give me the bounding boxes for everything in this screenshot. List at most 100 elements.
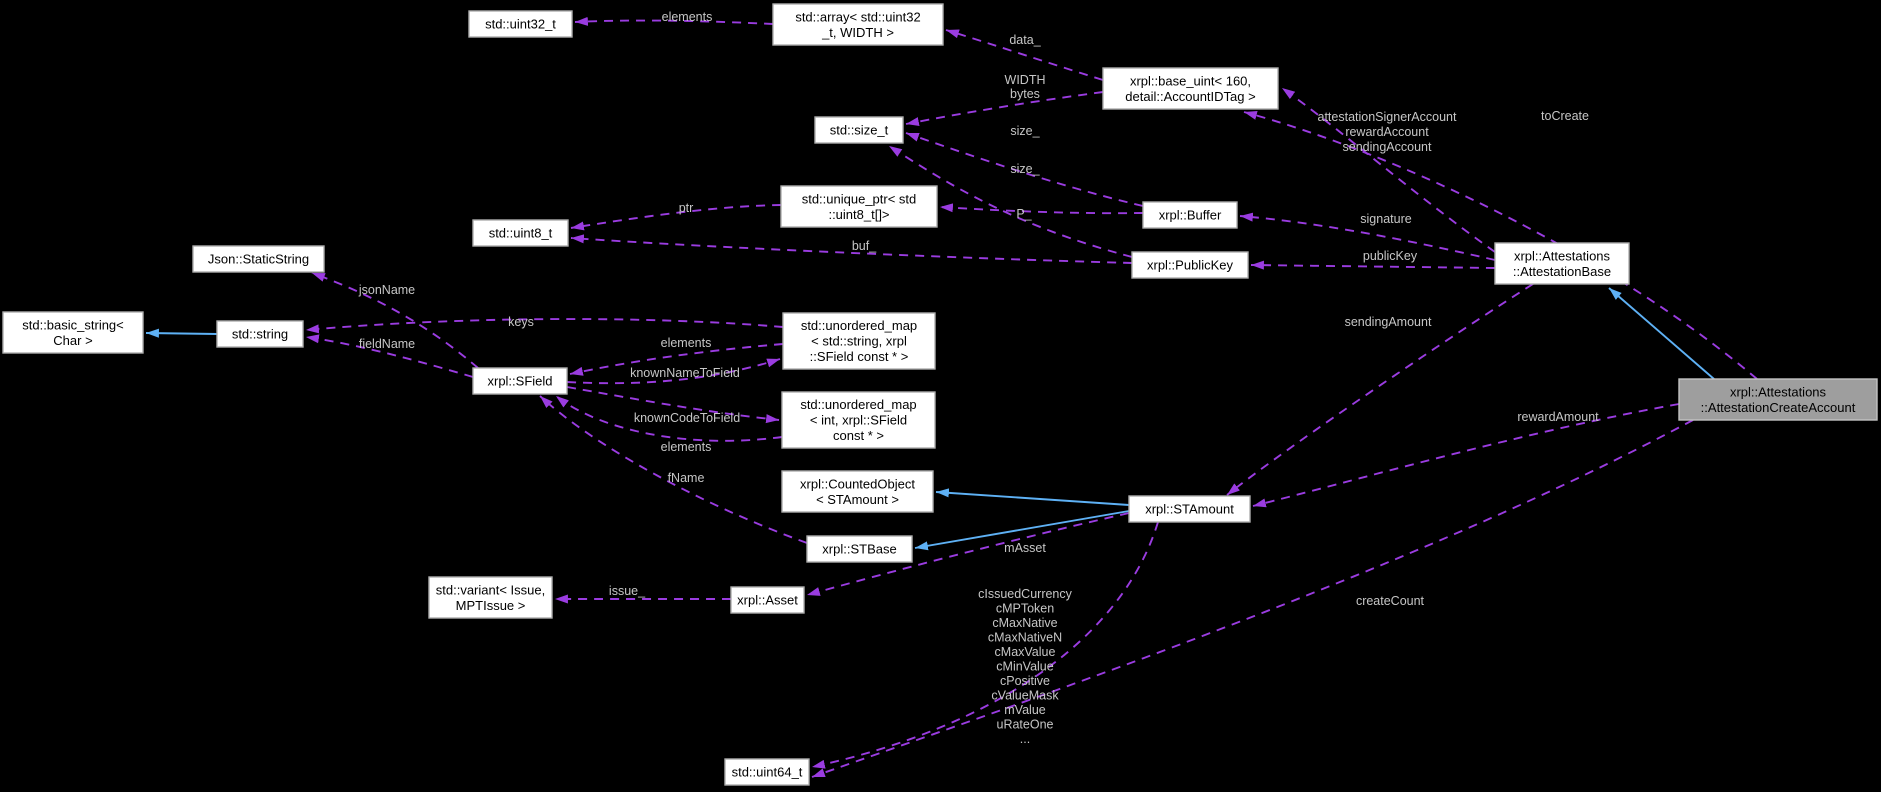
edge-main-to-attestation-base [1608, 287, 1715, 380]
node-box-uint8[interactable] [472, 219, 569, 247]
node-box-variant[interactable] [428, 576, 553, 619]
node-label-stbase: xrpl::STBase [822, 542, 896, 557]
edge-label-stamount-to-asset: mAsset [1004, 541, 1046, 555]
node-size-t[interactable]: std::size_t [814, 116, 904, 144]
edge-attestation-base-to-buffer [1239, 212, 1496, 261]
node-label-uint32: std::uint32_t [485, 17, 556, 32]
node-box-buffer[interactable] [1142, 201, 1238, 229]
edge-sfield-to-string [305, 334, 474, 378]
edge-label-base-uint-to-size-t: bytes [1010, 87, 1040, 101]
edge-label-array-uint32-to-uint32: elements [662, 10, 713, 24]
node-label-uint8: std::uint8_t [489, 226, 553, 241]
edge-sfield-to-umap-str [566, 358, 781, 385]
node-label-unique-ptr: std::unique_ptr< std [802, 191, 917, 206]
node-box-array-uint32[interactable] [772, 3, 944, 46]
edge-label-attestation-base-to-base-uint: rewardAccount [1345, 125, 1429, 139]
edge-label-attestation-base-to-base-uint: sendingAccount [1343, 140, 1432, 154]
node-box-umap-int[interactable] [781, 391, 936, 449]
edge-main-to-uint64 [811, 419, 1694, 778]
node-label-main: ::AttestationCreateAccount [1701, 400, 1856, 415]
edge-label-umap-str-to-string: keys [508, 315, 534, 329]
edge-main-to-base-uint [1243, 111, 1758, 380]
node-box-uint32[interactable] [468, 10, 573, 38]
node-umap-int[interactable]: std::unordered_map< int, xrpl::SFieldcon… [781, 391, 936, 449]
node-variant[interactable]: std::variant< Issue,MPTIssue > [428, 576, 553, 619]
node-box-stbase[interactable] [806, 535, 913, 563]
node-public-key[interactable]: xrpl::PublicKey [1131, 251, 1249, 279]
node-box-static-string[interactable] [192, 245, 325, 273]
node-box-umap-str[interactable] [782, 312, 936, 370]
node-label-buffer: xrpl::Buffer [1159, 208, 1222, 223]
node-box-basic-string[interactable] [2, 311, 144, 354]
edge-public-key-to-size-t [888, 145, 1133, 258]
edge-string-to-basic-string [145, 328, 218, 338]
edge-label-stamount-to-uint64: uRateOne [997, 718, 1054, 732]
node-label-umap-str: std::unordered_map [801, 318, 917, 333]
node-label-array-uint32: std::array< std::uint32 [795, 9, 920, 24]
node-basic-string[interactable]: std::basic_string<Char > [2, 311, 144, 354]
node-buffer[interactable]: xrpl::Buffer [1142, 201, 1238, 229]
node-stbase[interactable]: xrpl::STBase [806, 535, 913, 563]
node-box-uint64[interactable] [724, 758, 810, 786]
node-label-basic-string: std::basic_string< [22, 317, 124, 332]
node-box-counted-object[interactable] [781, 470, 934, 513]
node-box-base-uint[interactable] [1102, 67, 1279, 110]
edge-label-stamount-to-uint64: cMaxNative [992, 616, 1057, 630]
edge-stamount-to-asset [806, 512, 1130, 596]
node-string[interactable]: std::string [216, 320, 304, 348]
node-box-attestation-base[interactable] [1494, 242, 1630, 285]
node-label-uint64: std::uint64_t [732, 765, 803, 780]
edge-label-main-to-base-uint: toCreate [1541, 109, 1589, 123]
edge-label-buffer-to-unique-ptr: P_ [1016, 207, 1032, 221]
edge-label-stbase-to-sfield: fName [668, 471, 705, 485]
edge-label-stamount-to-uint64: cMaxValue [995, 645, 1056, 659]
node-label-string: std::string [232, 327, 288, 342]
edge-umap-str-to-string [305, 318, 784, 334]
edge-label-attestation-base-to-buffer: signature [1360, 212, 1411, 226]
node-box-size-t[interactable] [814, 116, 904, 144]
node-label-attestation-base: xrpl::Attestations [1514, 248, 1611, 263]
node-label-umap-int: < int, xrpl::SField [810, 413, 907, 428]
node-static-string[interactable]: Json::StaticString [192, 245, 325, 273]
node-box-asset[interactable] [730, 586, 805, 614]
node-box-unique-ptr[interactable] [780, 185, 938, 228]
node-box-string[interactable] [216, 320, 304, 348]
node-uint64[interactable]: std::uint64_t [724, 758, 810, 786]
edge-stamount-to-counted-object [935, 488, 1130, 506]
edge-umap-int-to-sfield [555, 395, 783, 442]
node-umap-str[interactable]: std::unordered_map< std::string, xrpl::S… [782, 312, 936, 370]
node-array-uint32[interactable]: std::array< std::uint32_t, WIDTH > [772, 3, 944, 46]
node-sfield[interactable]: xrpl::SField [472, 367, 568, 395]
edge-label-attestation-base-to-public-key: publicKey [1363, 249, 1418, 263]
edge-label-sfield-to-umap-str: knownNameToField [630, 366, 740, 380]
node-uint8[interactable]: std::uint8_t [472, 219, 569, 247]
edge-stbase-to-sfield [539, 395, 808, 544]
node-base-uint[interactable]: xrpl::base_uint< 160,detail::AccountIDTa… [1102, 67, 1279, 110]
node-box-sfield[interactable] [472, 367, 568, 395]
node-main[interactable]: xrpl::Attestations::AttestationCreateAcc… [1678, 378, 1878, 421]
node-box-main[interactable] [1678, 378, 1878, 421]
node-box-stamount[interactable] [1128, 495, 1251, 523]
edge-label-stamount-to-uint64: cMinValue [996, 660, 1053, 674]
node-attestation-base[interactable]: xrpl::Attestations::AttestationBase [1494, 242, 1630, 285]
edge-label-stamount-to-uint64: mValue [1004, 703, 1046, 717]
node-label-counted-object: < STAmount > [816, 492, 899, 507]
node-counted-object[interactable]: xrpl::CountedObject< STAmount > [781, 470, 934, 513]
node-unique-ptr[interactable]: std::unique_ptr< std::uint8_t[]> [780, 185, 938, 228]
node-box-public-key[interactable] [1131, 251, 1249, 279]
node-label-umap-str: ::SField const * > [810, 349, 909, 364]
node-label-counted-object: xrpl::CountedObject [800, 476, 915, 491]
node-stamount[interactable]: xrpl::STAmount [1128, 495, 1251, 523]
edge-label-stamount-to-uint64: cValueMask [991, 689, 1059, 703]
edge-label-umap-str-to-sfield: elements [661, 336, 712, 350]
edge-label-attestation-base-to-base-uint: attestationSignerAccount [1318, 110, 1458, 124]
edge-attestation-base-to-base-uint [1281, 87, 1496, 253]
edge-label-sfield-to-string: fieldName [359, 337, 415, 351]
nodes-layer: std::uint32_t std::array< std::uint32_t, … [2, 3, 1878, 786]
node-uint32[interactable]: std::uint32_t [468, 10, 573, 38]
edge-label-buffer-to-size-t: size_ [1010, 124, 1040, 138]
node-asset[interactable]: xrpl::Asset [730, 586, 805, 614]
node-label-umap-int: const * > [833, 428, 884, 443]
edge-label-sfield-to-umap-int: knownCodeToField [634, 411, 740, 425]
edge-sfield-to-static-string [311, 272, 479, 369]
